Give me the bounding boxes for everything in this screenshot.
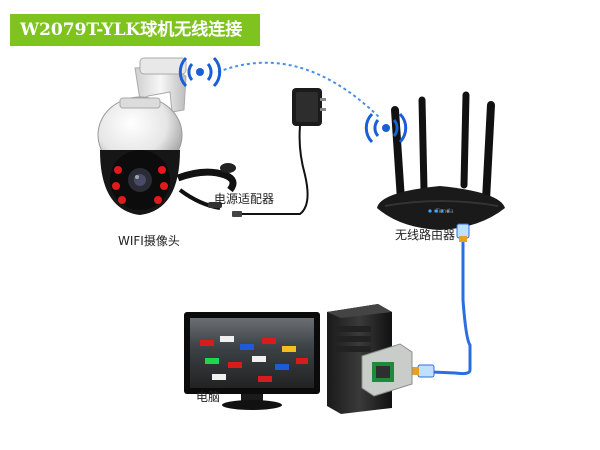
wifi-signal-icon (178, 56, 222, 88)
monitor-icon (184, 312, 320, 410)
ethernet-connector-icon (410, 364, 435, 378)
router-label: 无线路由器 (395, 228, 456, 242)
camera-label: WIFI摄像头 (118, 234, 180, 248)
network-adapter-icon (361, 343, 413, 397)
wifi-signal-icon (364, 112, 408, 144)
ethernet-connector-icon (456, 223, 470, 242)
adapter-label: 电源适配器 (214, 192, 275, 206)
wireless-link-line (217, 61, 381, 119)
power-adapter-icon (232, 88, 326, 217)
camera-icon (97, 57, 237, 215)
ethernet-cable (431, 242, 472, 376)
computer-label: 电脑 (196, 390, 221, 404)
router-brand-logo: Tenda (436, 208, 454, 215)
page-title: W2079T-YLK球机无线连接 (10, 14, 260, 46)
